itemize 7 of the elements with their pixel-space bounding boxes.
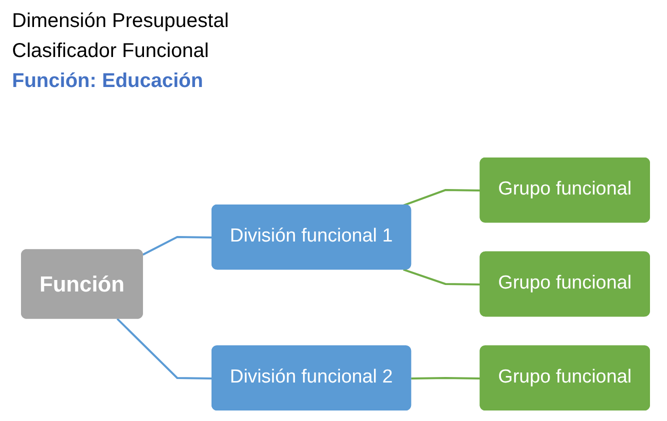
- connector: [411, 376, 481, 380]
- connector: [403, 189, 481, 206]
- title: Dimensión Presupuestal Clasificador Funcional: [12, 9, 230, 64]
- connector: [116, 318, 213, 380]
- connector: [403, 268, 481, 286]
- connector: [142, 236, 213, 256]
- subtitle: Función: Educación: [12, 69, 204, 94]
